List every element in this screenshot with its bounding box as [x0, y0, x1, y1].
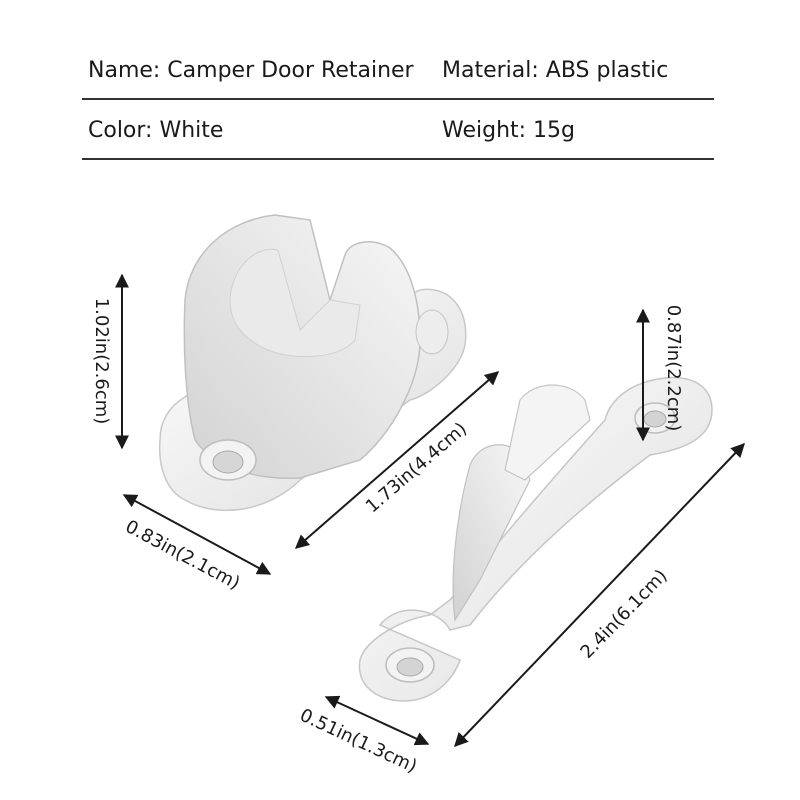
spec-weight: Weight: 15g — [442, 118, 576, 143]
arm-length-arrow — [454, 442, 745, 748]
spec-row-1: Name: Camper Door Retainer Material: ABS… — [82, 40, 714, 100]
spec-table: Name: Camper Door Retainer Material: ABS… — [82, 40, 714, 160]
spec-material: Material: ABS plastic — [442, 58, 669, 83]
base-height-label: 1.02in(2.6cm) — [91, 298, 112, 425]
arm-width-arrow — [324, 695, 430, 746]
arm-length-label: 2.4in(6.1cm) — [576, 565, 671, 662]
door-arm-image — [358, 376, 713, 702]
dimension-lines — [115, 273, 745, 748]
spec-row-2: Color: White Weight: 15g — [82, 100, 714, 160]
base-width-arrow — [122, 494, 272, 575]
arm-height-label: 0.87in(2.2cm) — [663, 305, 684, 432]
spec-name: Name: Camper Door Retainer — [88, 58, 414, 83]
spec-color: Color: White — [88, 118, 224, 143]
base-length-arrow — [294, 371, 500, 549]
arm-width-label: 0.51in(1.3cm) — [297, 705, 421, 778]
base-width-label: 0.83in(2.1cm) — [122, 516, 244, 594]
